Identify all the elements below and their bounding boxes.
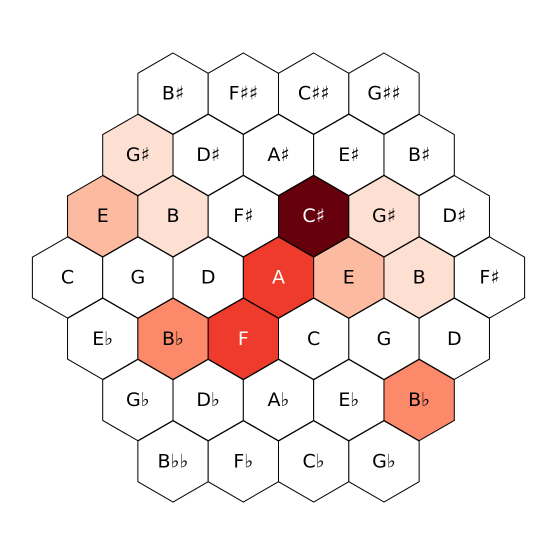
hex-shape [348,420,420,503]
hex-cell: B♯ [383,113,455,197]
note-label: E♭ [92,328,113,350]
note-label: D♯ [196,144,220,166]
note-label: B [413,267,426,289]
note-label: F♭ [233,450,253,472]
hex-cell: G♯ [102,113,174,197]
hex-cell: A♯ [242,113,315,197]
note-label: G♭ [372,450,396,472]
note-label: G♯ [372,205,396,227]
hex-cell: C♭ [278,420,350,503]
note-label: D [447,328,462,350]
note-label: G♯ [126,144,150,166]
note-label: B♭♭ [158,450,189,472]
note-label: D [201,267,216,289]
hex-cell: F♯ [453,236,526,319]
note-label: D♯ [442,205,466,227]
hex-cell: G♯ [348,175,420,258]
note-label: G♭ [126,389,150,411]
hex-cell: D♯ [172,113,244,197]
note-label: E [343,267,355,289]
note-label: C♯ [302,205,324,227]
note-label: D♭ [196,389,220,411]
note-label: A [272,267,285,289]
note-label: B♭ [162,328,184,350]
hex-cell: G♭ [102,358,174,442]
note-label: C [61,267,74,289]
hex-cell: B♭ [137,297,209,380]
hex-cell: C♯♯ [278,52,350,135]
note-label: A♯ [267,144,289,166]
hex-cell: G♯♯ [348,52,420,135]
note-label: C♯♯ [298,83,330,105]
note-label: E [97,205,109,227]
hex-cell: D [172,236,244,319]
note-label: A♭ [268,389,290,411]
note-label: E♭ [338,389,359,411]
note-label: F♯ [233,205,253,227]
hex-cell: B♭ [383,358,455,442]
hex-cell: A♭ [242,358,315,442]
note-label: B♭ [408,389,430,411]
note-label: B♯ [162,83,184,105]
note-label: E♯ [338,144,359,166]
hex-cell: A [242,236,315,319]
hex-cell: D [418,297,490,380]
note-label: F♯ [479,267,499,289]
note-label: G [377,328,392,350]
hex-cell: D♯ [418,175,490,258]
note-label: B [166,205,179,227]
hex-cell: G♭ [348,420,420,503]
note-label: B♯ [408,144,430,166]
note-label: G♯♯ [367,83,400,105]
note-label: C♭ [303,450,325,472]
note-label: F♯♯ [229,83,258,105]
note-label: F [238,328,249,350]
note-label: G [130,267,145,289]
note-label: C [307,328,320,350]
